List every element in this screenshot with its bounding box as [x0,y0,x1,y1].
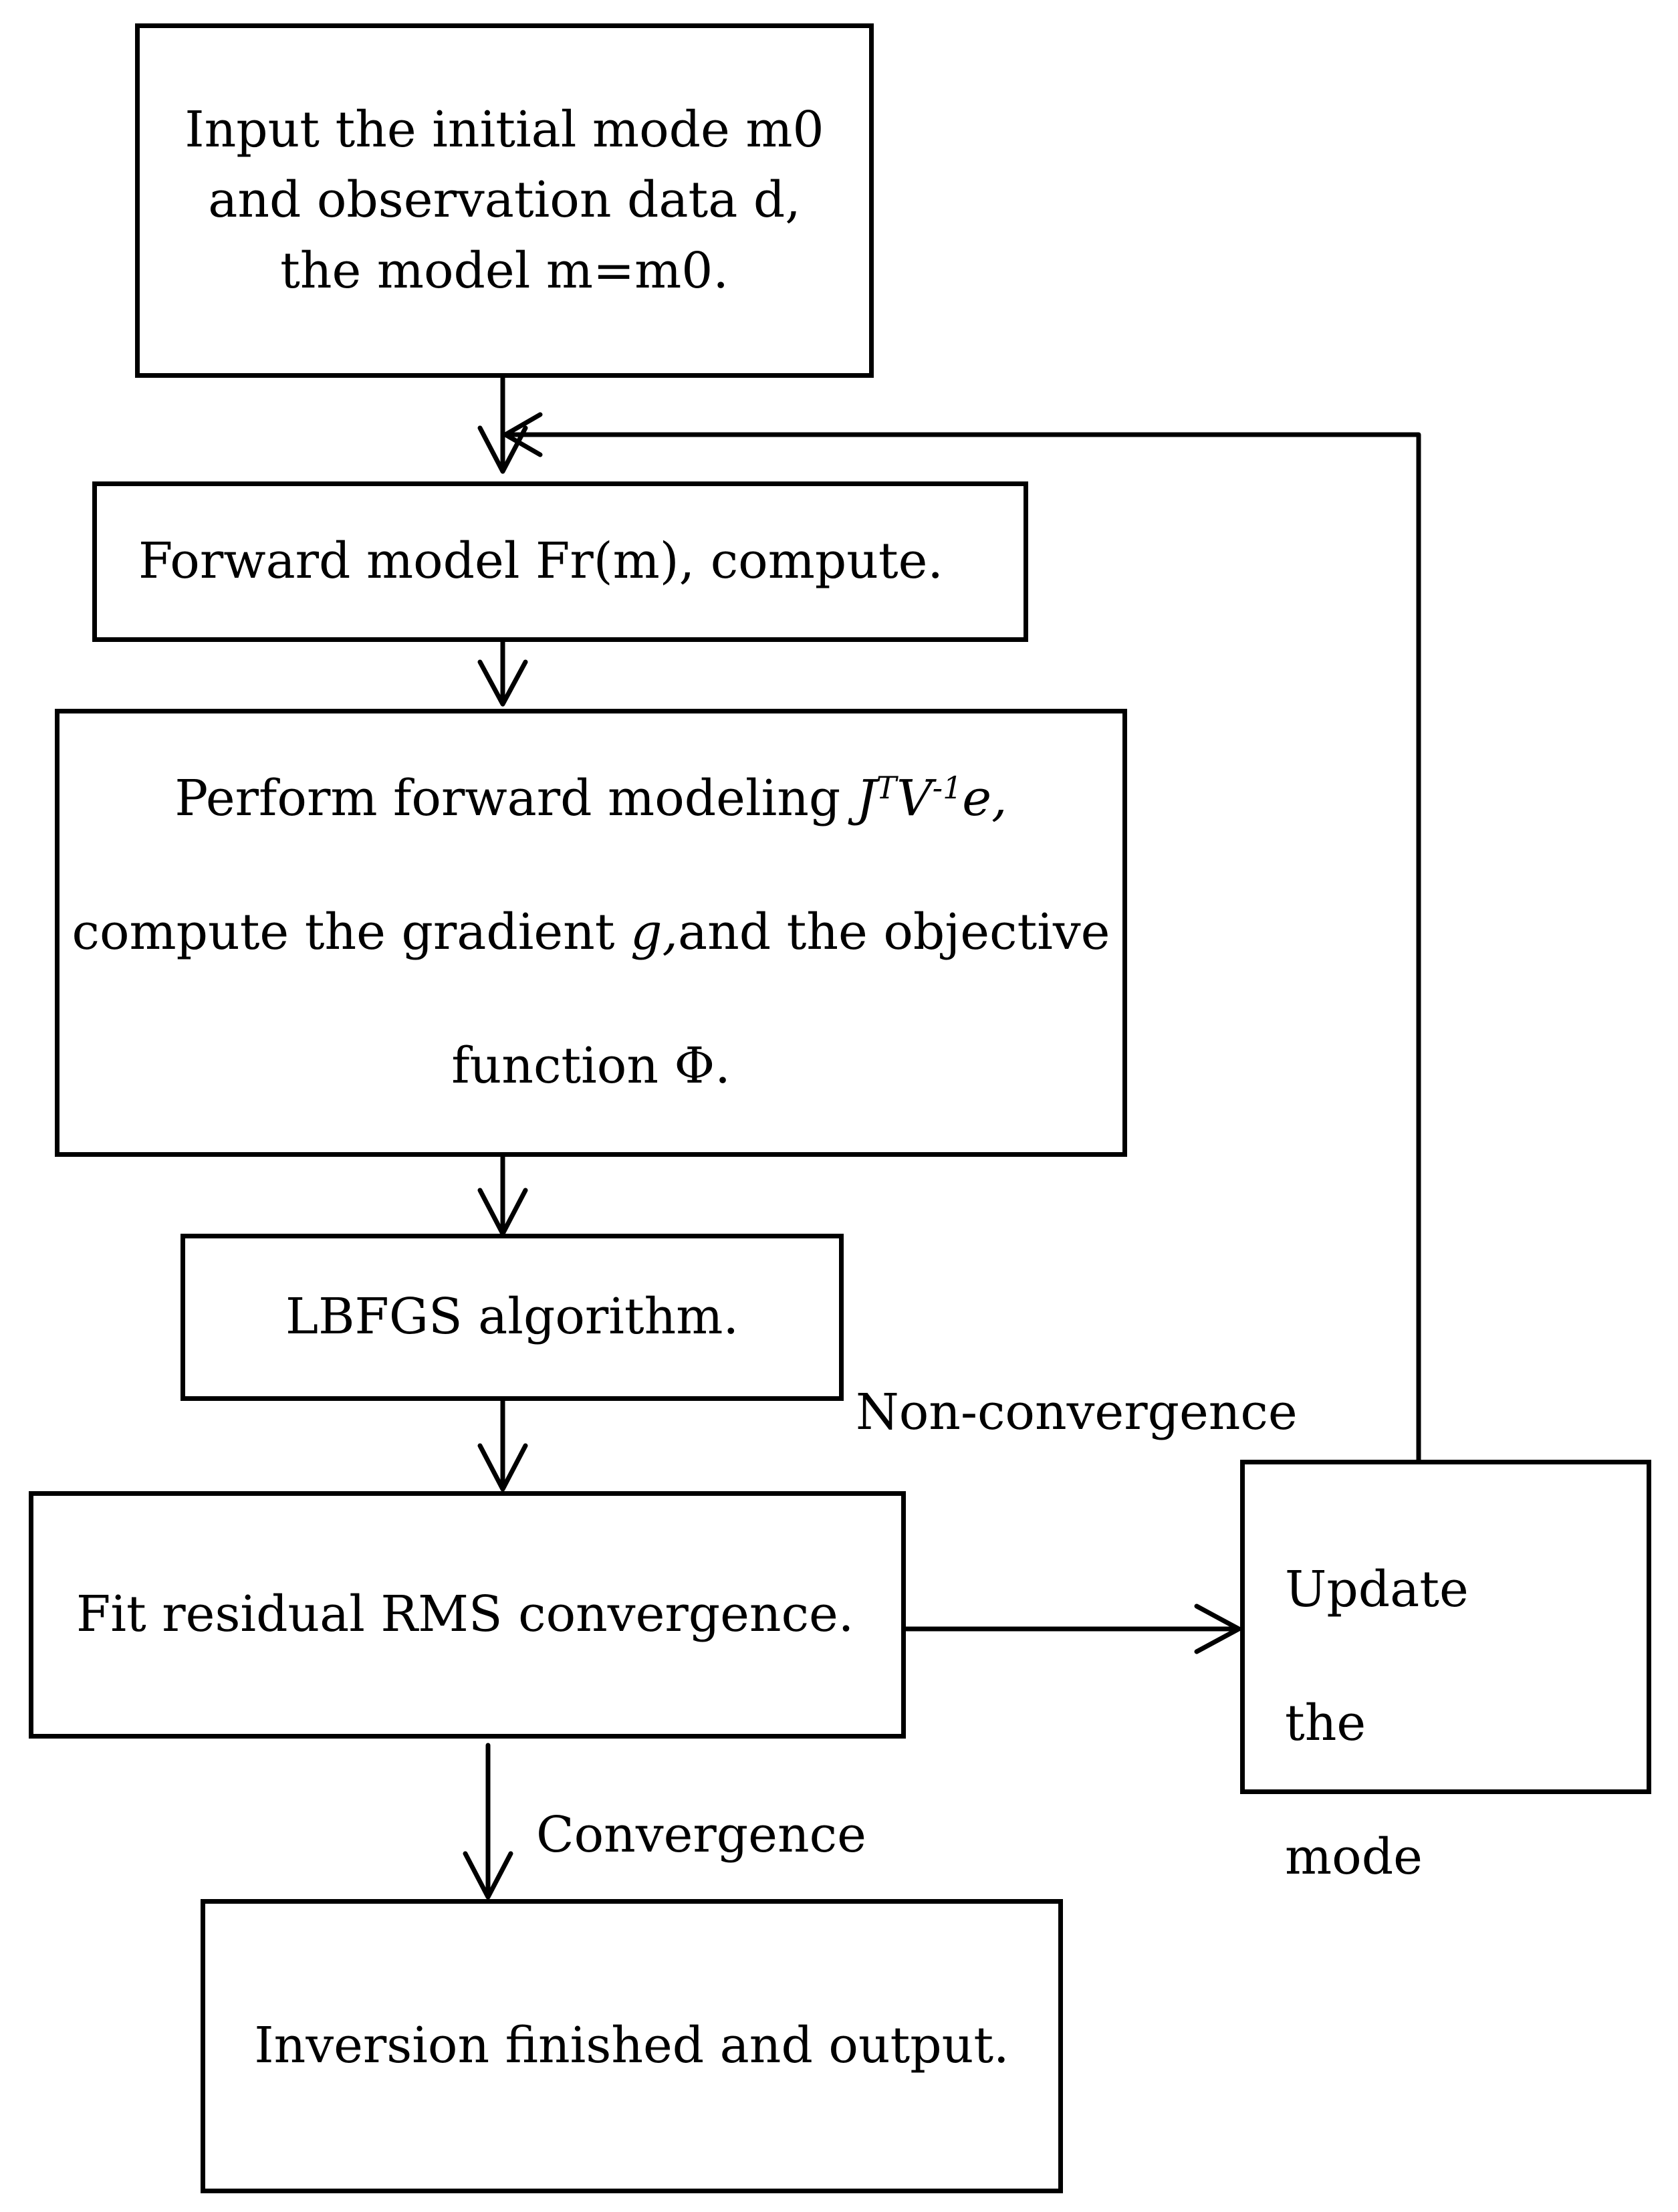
perform-line-1: Perform forward modeling JTV-1e, [174,770,1007,827]
math-superscript-neg1: -1 [932,770,963,806]
perform-box-text: Perform forward modeling JTV-1e, compute… [72,732,1110,1133]
perform-forward-modeling-box: Perform forward modeling JTV-1e, compute… [55,709,1127,1157]
update-mode-box: Update the mode [1240,1460,1651,1886]
update-word-1: Update [1285,1561,1469,1618]
arrow-forward-to-perform [477,639,528,707]
output-box-text: Inversion finished and output. [254,2017,1009,2075]
fit-residual-rms-box: Fit residual RMS convergence. [29,1491,906,1739]
arrow-fit-to-update [903,1603,1241,1654]
input-initial-model-box: Input the initial mode m0 and observatio… [135,23,874,378]
math-j: J [856,770,876,828]
lbfgs-box-text: LBFGS algorithm. [285,1288,739,1346]
input-line-3: the model m=m0. [280,241,729,300]
perform-line-2: compute the gradient g,and the objective [72,903,1110,961]
convergence-label: Convergence [536,1806,866,1864]
inversion-output-box: Inversion finished and output. [201,1899,1063,2193]
math-e: e, [962,770,1007,828]
input-box-text: Input the initial mode m0 and observatio… [185,95,824,306]
update-line-1: Update the [1285,1523,1608,1791]
non-convergence-label: Non-convergence [856,1384,1298,1441]
math-v: V [896,770,933,828]
math-superscript-t: T [876,770,897,806]
input-line-2: and observation data d, [208,171,801,229]
update-line-2: mode [1285,1828,1423,1886]
math-g: g, [630,903,678,962]
arrow-update-to-forward [503,412,1421,1462]
forward-model-box: Forward model Fr(m), compute. [92,481,1028,642]
lbfgs-algorithm-box: LBFGS algorithm. [181,1234,844,1401]
arrow-input-to-forward [477,364,528,474]
perform-line-2-prefix: compute the gradient [72,903,631,962]
forward-box-text: Forward model Fr(m), compute. [138,532,943,590]
perform-line-2-suffix: and the objective [677,903,1110,962]
update-box-text: Update the mode [1285,1523,1608,1924]
arrow-fit-to-output [463,1743,513,1900]
arrow-lbfgs-to-fit [477,1395,528,1492]
input-line-1: Input the initial mode m0 [185,101,824,159]
perform-line-3: function Φ. [451,1036,731,1095]
arrow-perform-to-lbfgs [477,1154,528,1236]
update-word-2: the [1285,1694,1366,1752]
perform-line-1-prefix: Perform forward modeling [174,770,856,828]
fit-box-text: Fit residual RMS convergence. [76,1585,854,1644]
